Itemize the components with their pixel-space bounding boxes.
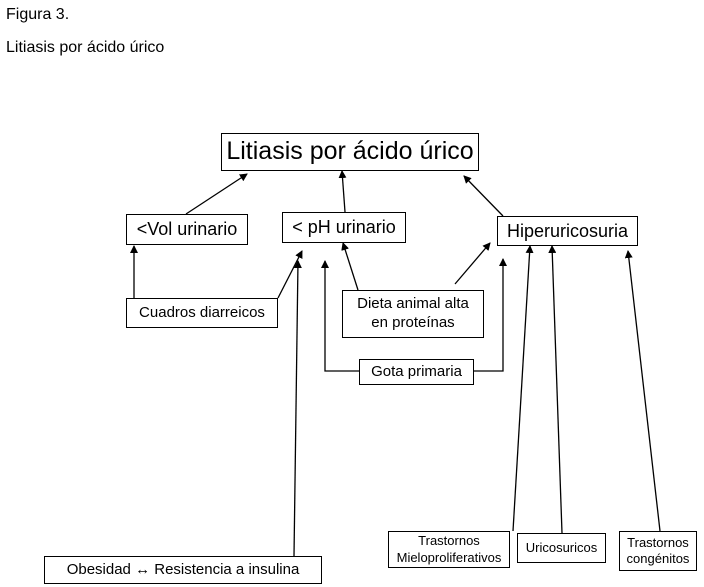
node-cuadros-diarreicos: Cuadros diarreicos (126, 298, 278, 328)
arrow-cong-to-hiper (624, 250, 661, 532)
arrow-hiper-to-main (463, 175, 504, 217)
arrow-dieta-to-hiper (454, 242, 491, 285)
node-ph-urinario: < pH urinario (282, 212, 406, 243)
arrow-gota-to-hiper (474, 258, 507, 372)
arrow-obesidad-to-ph (293, 260, 302, 557)
node-uricosuricos: Uricosuricos (517, 533, 606, 563)
node-dieta-animal: Dieta animal alta en proteínas (342, 290, 484, 338)
node-trastornos-congenitos: Trastornos congénitos (619, 531, 697, 571)
node-obesidad-resistencia-insulina: Obesidad ↔ Resistencia a insulina (44, 556, 322, 584)
node-trastornos-mieloproliferativos: Trastornos Mieloproliferativos (388, 531, 510, 568)
arrow-ph-to-main (338, 170, 347, 213)
arrow-mielo-to-hiper (512, 245, 534, 532)
figure-title: Litiasis por ácido úrico (6, 39, 165, 56)
arrow-urico-to-hiper (548, 245, 563, 534)
node-gota-primaria: Gota primaria (359, 359, 474, 385)
node-vol-urinario: <Vol urinario (126, 214, 248, 245)
node-litiasis-acido-urico: Litiasis por ácido úrico (221, 133, 479, 171)
arrow-dieta-to-ph (341, 242, 359, 291)
arrow-gota-to-ph (321, 260, 359, 372)
arrow-vol-to-main (185, 173, 248, 215)
node-hiperuricosuria: Hiperuricosuria (497, 216, 638, 246)
figure-label: Figura 3. (6, 6, 70, 23)
arrow-diarrea-to-ph (277, 250, 303, 299)
